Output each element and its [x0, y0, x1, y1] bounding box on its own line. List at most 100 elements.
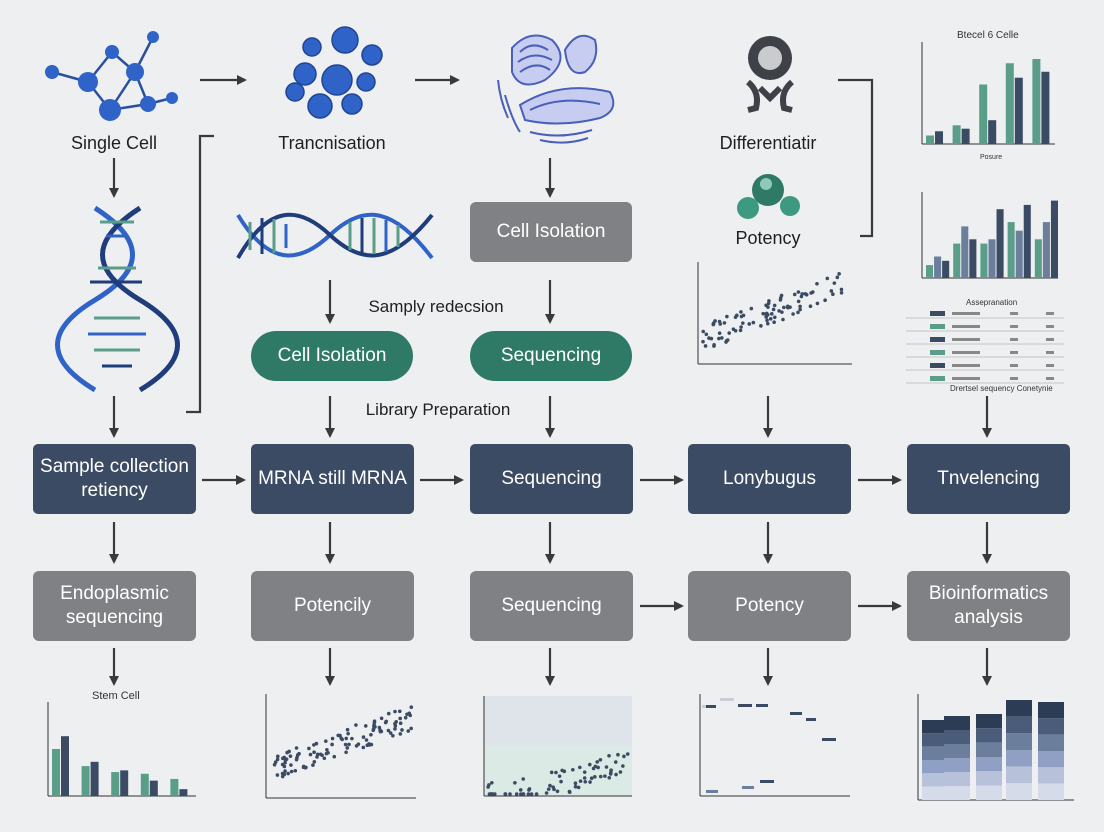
chart-point: [711, 322, 716, 327]
chart-bar: [1034, 239, 1042, 278]
row1-box: MRNA still MRNA: [251, 444, 414, 514]
chart-point: [354, 744, 359, 748]
chart-bar: [979, 84, 988, 144]
table-cell: [1010, 364, 1018, 367]
chart-point: [398, 716, 402, 721]
chart-point: [344, 750, 348, 755]
chart-point: [804, 292, 809, 297]
heatmap-segment: [756, 704, 768, 707]
chart-point: [400, 728, 404, 732]
chart-point: [582, 776, 587, 780]
chart-point: [559, 779, 563, 784]
chart-bar: [81, 766, 90, 796]
table-swatch: [930, 350, 945, 355]
chart-point: [739, 325, 743, 329]
chart-point: [365, 743, 370, 748]
heatmap-segment: [790, 712, 802, 715]
chart-point: [701, 329, 706, 334]
chart-bar: [1023, 204, 1031, 278]
chart-bar: [179, 789, 188, 796]
chart-point: [295, 753, 300, 757]
chart-point: [354, 723, 358, 727]
chart-point: [544, 791, 549, 795]
stacked-segment: [1038, 734, 1064, 751]
chart-point: [519, 792, 523, 796]
chart-bar: [926, 265, 934, 278]
chart-point: [596, 765, 600, 770]
stacked-segment: [976, 785, 1002, 800]
chart-point: [393, 724, 398, 728]
stacked-segment: [944, 730, 970, 744]
stacked-segment: [944, 716, 970, 730]
chart-bar: [1007, 222, 1015, 278]
chart-point: [768, 317, 773, 321]
stacked-segment: [976, 757, 1002, 772]
chart-bar: [1042, 222, 1050, 278]
chart-point: [593, 775, 597, 779]
chart-point: [809, 291, 813, 295]
stem-cell-chart-title: Stem Cell: [92, 690, 140, 702]
chart-bar: [1032, 59, 1041, 144]
heatmap-segment: [760, 780, 774, 783]
chart-point: [552, 787, 556, 792]
chart-point: [307, 746, 311, 751]
chart-point: [534, 792, 539, 796]
stacked-segment: [1038, 783, 1064, 800]
cell-isolation-gray-box: Cell Isolation: [470, 202, 632, 262]
chart-bar: [1015, 230, 1023, 278]
chart-point: [751, 320, 756, 325]
chart-bar: [996, 209, 1004, 278]
table-swatch: [930, 376, 945, 381]
chart-point: [286, 771, 290, 776]
chart-point: [332, 754, 337, 759]
chart-point: [792, 292, 797, 297]
chart-point: [361, 735, 366, 739]
chart-point: [315, 752, 320, 757]
table-cell: [952, 312, 980, 315]
chart-point: [588, 780, 592, 784]
chart-bar: [52, 749, 60, 796]
chart-point: [771, 307, 776, 312]
chart-point: [409, 705, 414, 710]
chart-point: [573, 784, 578, 789]
chart-bar: [988, 120, 997, 144]
stacked-segment: [1006, 733, 1032, 750]
chart-bar: [935, 131, 943, 144]
chart-point: [704, 332, 709, 337]
table-swatch: [930, 324, 945, 329]
chart-point: [769, 312, 774, 316]
trancnisation-label: Trancnisation: [278, 133, 386, 153]
table-swatch: [930, 363, 945, 368]
chart-bar: [140, 773, 149, 796]
row2-box: Bioinformatics analysis: [907, 571, 1070, 641]
chart-point: [282, 764, 287, 769]
chart-point: [571, 767, 575, 772]
chart-point: [289, 763, 293, 767]
chart-point: [764, 315, 768, 319]
chart-point: [616, 752, 620, 757]
heatmap-segment: [742, 786, 754, 789]
chart-point: [345, 727, 350, 732]
chart-point: [560, 768, 564, 773]
chart-point: [607, 776, 612, 780]
chart-bar: [961, 128, 970, 144]
chart-bar: [170, 778, 179, 796]
chart-point: [808, 304, 813, 309]
chart-point: [557, 774, 562, 778]
chart-point: [767, 299, 771, 303]
chart-point: [293, 768, 298, 773]
bracket-left: [186, 134, 214, 414]
chart-point: [518, 788, 523, 792]
chart-point: [800, 292, 804, 296]
chart-point: [791, 312, 795, 316]
chart-point: [621, 764, 625, 768]
chart-bar: [120, 770, 129, 796]
chart-point: [839, 291, 844, 295]
chart-point: [614, 772, 618, 777]
chart-point: [604, 765, 609, 769]
library-preparation-label: Library Preparation: [365, 400, 511, 419]
chart-point: [343, 742, 348, 747]
chart-point: [837, 272, 841, 276]
top-right-chart-title: Btecel 6 Celle: [957, 30, 1019, 41]
chart-point: [287, 749, 291, 754]
